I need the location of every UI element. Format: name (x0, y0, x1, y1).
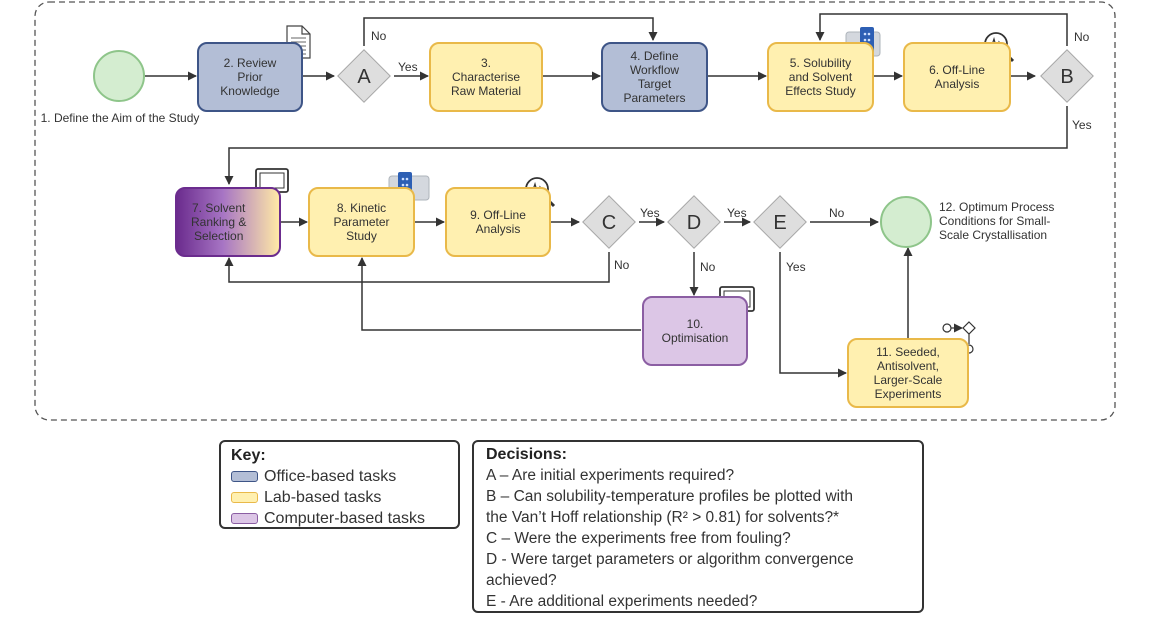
decision-d-label: D (686, 212, 702, 234)
key-item: Lab-based tasks (231, 487, 448, 508)
start-node (93, 50, 145, 102)
key-title: Key: (231, 447, 266, 464)
node-solvent-ranking: 7. Solvent Ranking & Selection (175, 187, 281, 257)
key-label: Computer-based tasks (264, 509, 425, 527)
node-define-workflow-targets: 4. Define Workflow Target Parameters (601, 42, 708, 112)
decisions-title: Decisions: (486, 446, 567, 463)
key-label: Lab-based tasks (264, 488, 382, 506)
edge-label-a-yes: Yes (398, 60, 418, 74)
office-swatch (231, 471, 258, 482)
end-node-label: 12. Optimum Process Conditions for Small… (939, 200, 1055, 242)
edge-b-5-no (815, 13, 1068, 46)
edge-label-e-no: No (829, 206, 845, 220)
edge-e-11-yes (779, 252, 847, 378)
decision-b-label: B (1060, 66, 1074, 88)
decision-text: achieved? (486, 572, 557, 589)
decision-text: C – Were the experiments free from fouli… (486, 530, 791, 547)
node-review-prior-knowledge: 2. Review Prior Knowledge (197, 42, 303, 112)
node-offline-analysis-2: 9. Off-Line Analysis (445, 187, 551, 257)
key-panel: Key: Office-based tasks Lab-based tasks … (219, 440, 460, 529)
decision-text: D - Were target parameters or algorithm … (486, 551, 854, 568)
key-item: Computer-based tasks (231, 508, 448, 529)
workflow-boundary (34, 1, 1116, 421)
end-node (880, 196, 932, 248)
edge-a-4-no (363, 17, 658, 46)
edge-label-e-yes: Yes (786, 260, 806, 274)
node-kinetic-parameter-study: 8. Kinetic Parameter Study (308, 187, 415, 257)
edge-label-d-yes: Yes (727, 206, 747, 220)
decision-e-label: E (773, 212, 787, 234)
node-characterise-raw-material: 3. Characterise Raw Material (429, 42, 543, 112)
edge-label-b-yes: Yes (1072, 118, 1092, 132)
decisions-panel: Decisions: A – Are initial experiments r… (472, 440, 924, 613)
edge-label-c-yes: Yes (640, 206, 660, 220)
node-offline-analysis-1: 6. Off-Line Analysis (903, 42, 1011, 112)
decision-text: B – Can solubility-temperature profiles … (486, 488, 854, 505)
computer-monitor-icon (255, 168, 289, 199)
node-solubility-study: 5. Solubility and Solvent Effects Study (767, 42, 874, 112)
edge-label-c-no: No (614, 258, 630, 272)
decision-text: E - Are additional experiments needed? (486, 593, 758, 610)
decision-text: the Van’t Hoff relationship (R² > 0.81) … (486, 509, 840, 526)
edge-label-a-no: No (371, 29, 387, 43)
start-node-label: 1. Define the Aim of the Study (40, 111, 200, 125)
computer-swatch (231, 513, 258, 524)
edge-10-8 (357, 257, 641, 331)
edge-label-d-no: No (700, 260, 716, 274)
edge-b-7-yes (224, 106, 1068, 185)
edge-c-7-no (224, 252, 610, 283)
node-larger-scale-experiments: 11. Seeded, Antisolvent, Larger-Scale Ex… (847, 338, 969, 408)
lab-swatch (231, 492, 258, 503)
decision-a-label: A (357, 66, 371, 88)
decision-text: A – Are initial experiments required? (486, 467, 735, 484)
key-label: Office-based tasks (264, 467, 397, 485)
node-optimisation: 10. Optimisation (642, 296, 748, 366)
edge-label-b-no: No (1074, 30, 1090, 44)
decision-c-label: C (601, 212, 617, 234)
key-item: Office-based tasks (231, 466, 448, 487)
